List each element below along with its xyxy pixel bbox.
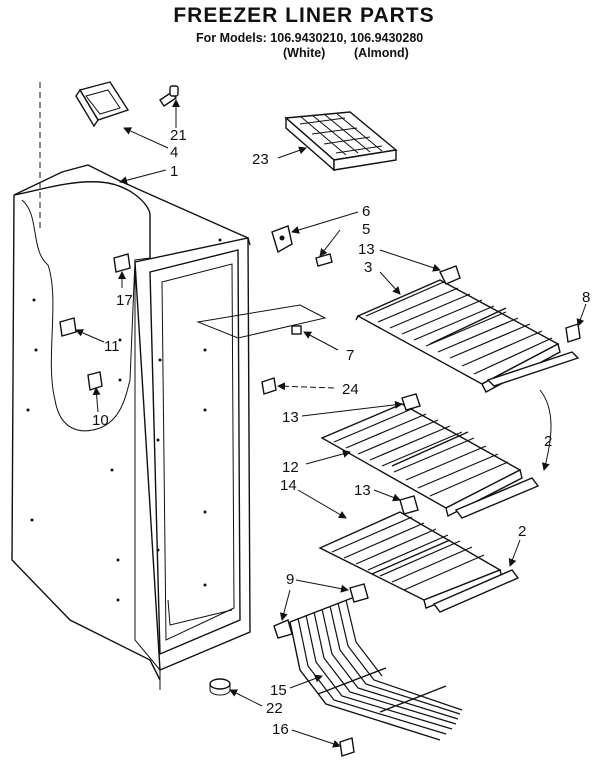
ice-tray-part-23: [284, 111, 398, 172]
callout-4: 4: [170, 144, 178, 161]
callout-23: 23: [252, 151, 269, 168]
callout-16: 16: [272, 721, 289, 738]
wire-basket-part-15: [273, 583, 463, 757]
callout-numbers: 21 4 1 23 6 5 13 3 8 17 11 7 24 10 13 2 …: [92, 127, 590, 738]
model-numbers: For Models: 106.9430210, 106.9430280: [196, 31, 424, 45]
callout-5: 5: [362, 221, 370, 238]
part-24: [261, 377, 277, 395]
callout-6: 6: [362, 203, 370, 220]
variant-white: (White): [283, 46, 326, 60]
screw-part-5: [315, 253, 333, 267]
shelf-support-part-11: [59, 317, 77, 337]
callout-9: 9: [286, 571, 294, 588]
callout-7: 7: [346, 347, 354, 364]
variant-almond: (Almond): [354, 46, 409, 60]
callout-12: 12: [282, 459, 299, 476]
callout-2-upper: 2: [544, 433, 552, 450]
callout-13-lower: 13: [354, 482, 371, 499]
callout-13-middle: 13: [282, 409, 299, 426]
callout-24: 24: [342, 381, 359, 398]
freezer-liner: [11, 82, 327, 690]
callout-1: 1: [170, 163, 178, 180]
callout-14: 14: [280, 477, 297, 494]
screw-part-21: [159, 85, 179, 107]
diagram-title: FREEZER LINER PARTS: [173, 4, 435, 27]
callout-11: 11: [104, 338, 120, 355]
part-7: [291, 325, 302, 335]
callout-10: 10: [92, 412, 109, 429]
shelf-support-part-17: [113, 253, 131, 273]
callout-3: 3: [364, 259, 372, 276]
callout-22: 22: [266, 700, 283, 717]
callout-21: 21: [170, 127, 187, 144]
callout-17: 17: [116, 292, 133, 309]
shelf-support-part-10: [87, 371, 103, 391]
part-8: [565, 323, 581, 343]
cap-part-22: [209, 678, 231, 696]
wire-shelf-part-14: [318, 495, 520, 613]
bracket-part-4: [75, 81, 130, 128]
wire-shelf-part-3: [355, 265, 580, 393]
callout-15: 15: [270, 682, 287, 699]
wire-shelf-part-12: [320, 393, 540, 519]
callout-13-upper: 13: [358, 241, 375, 258]
callout-8: 8: [582, 289, 590, 306]
leader-lines: [75, 99, 587, 748]
callout-2-lower: 2: [518, 523, 526, 540]
clip-part-6: [271, 225, 293, 254]
